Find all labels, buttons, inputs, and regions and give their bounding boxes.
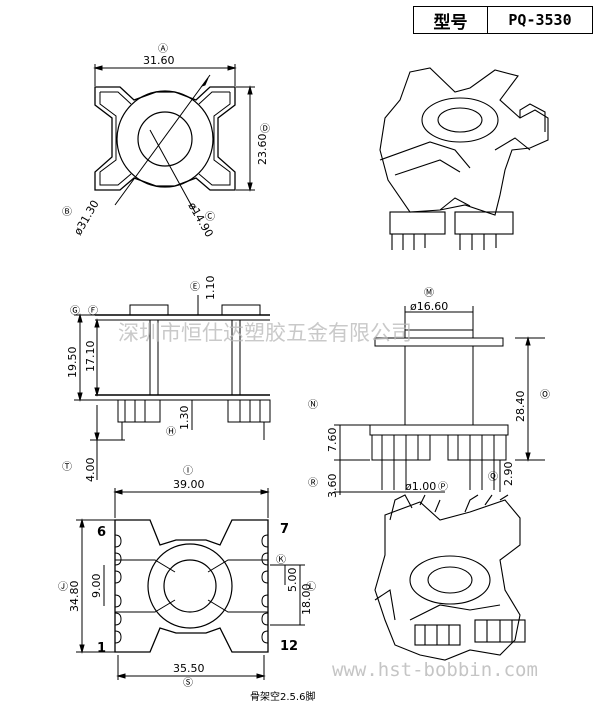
label-Q: Ⓠ <box>488 471 498 483</box>
label-S: Ⓢ <box>183 677 193 689</box>
dim-E: 1.10 <box>204 276 217 301</box>
label-F: Ⓕ <box>88 305 98 317</box>
label-O: Ⓞ <box>540 389 550 401</box>
pin-note: 骨架空2.5.6脚 <box>250 690 315 703</box>
iso-view-top <box>379 67 549 250</box>
dim-T: 4.00 <box>84 458 97 483</box>
dim-B: ø31.30 <box>71 198 101 238</box>
dim-F: 17.10 <box>84 341 97 373</box>
label-P: Ⓟ <box>438 481 448 493</box>
label-H: Ⓗ <box>166 426 176 438</box>
label-E: Ⓔ <box>190 281 200 293</box>
label-C: Ⓒ <box>205 211 215 223</box>
label-N: Ⓝ <box>308 399 318 411</box>
side-view <box>74 295 271 480</box>
top-view <box>93 64 255 213</box>
dim-R: 3.60 <box>326 474 339 499</box>
label-A: Ⓐ <box>158 43 168 55</box>
label-G: Ⓖ <box>70 305 80 317</box>
dim-I: 39.00 <box>173 478 205 491</box>
label-B: Ⓑ <box>62 206 72 218</box>
dim-J2: 9.00 <box>90 574 103 599</box>
front-view <box>334 306 545 495</box>
label-L: Ⓛ <box>306 581 316 593</box>
label-D: Ⓓ <box>260 123 270 135</box>
dim-J: 34.80 <box>68 581 81 613</box>
dim-M: ø16.60 <box>410 300 448 313</box>
label-K: Ⓚ <box>276 554 286 566</box>
pin-7: 7 <box>280 522 289 537</box>
label-I: Ⓘ <box>183 465 193 477</box>
dim-O: 28.40 <box>514 391 527 423</box>
dim-P: ø1.00 <box>405 480 436 493</box>
pin-1: 1 <box>97 641 106 656</box>
watermark-company: 深圳市恒仕达塑胶五金有限公司 <box>118 321 412 345</box>
dim-H: 1.30 <box>178 406 191 431</box>
title-block-model: PQ-3530 <box>487 6 593 34</box>
dim-A: 31.60 <box>143 54 175 67</box>
dim-D: 23.60 <box>256 134 269 166</box>
dim-L: 18.00 <box>300 584 313 616</box>
pin-6: 6 <box>97 525 106 540</box>
iso-view-bottom <box>374 494 526 661</box>
dim-K: 5.00 <box>286 568 299 593</box>
dim-G: 19.50 <box>66 347 79 379</box>
label-T: Ⓣ <box>62 461 72 473</box>
label-J: Ⓙ <box>58 581 68 593</box>
watermark-site: www.hst-bobbin.com <box>332 659 538 681</box>
label-M: Ⓜ <box>424 287 434 299</box>
label-R: Ⓡ <box>308 477 318 489</box>
dim-N: 7.60 <box>326 428 339 453</box>
title-block-type-label: 型号 <box>413 6 488 34</box>
bottom-view <box>76 488 305 680</box>
dim-Q: 2.90 <box>502 462 515 487</box>
pin-12: 12 <box>280 639 298 654</box>
dim-S: 35.50 <box>173 662 205 675</box>
